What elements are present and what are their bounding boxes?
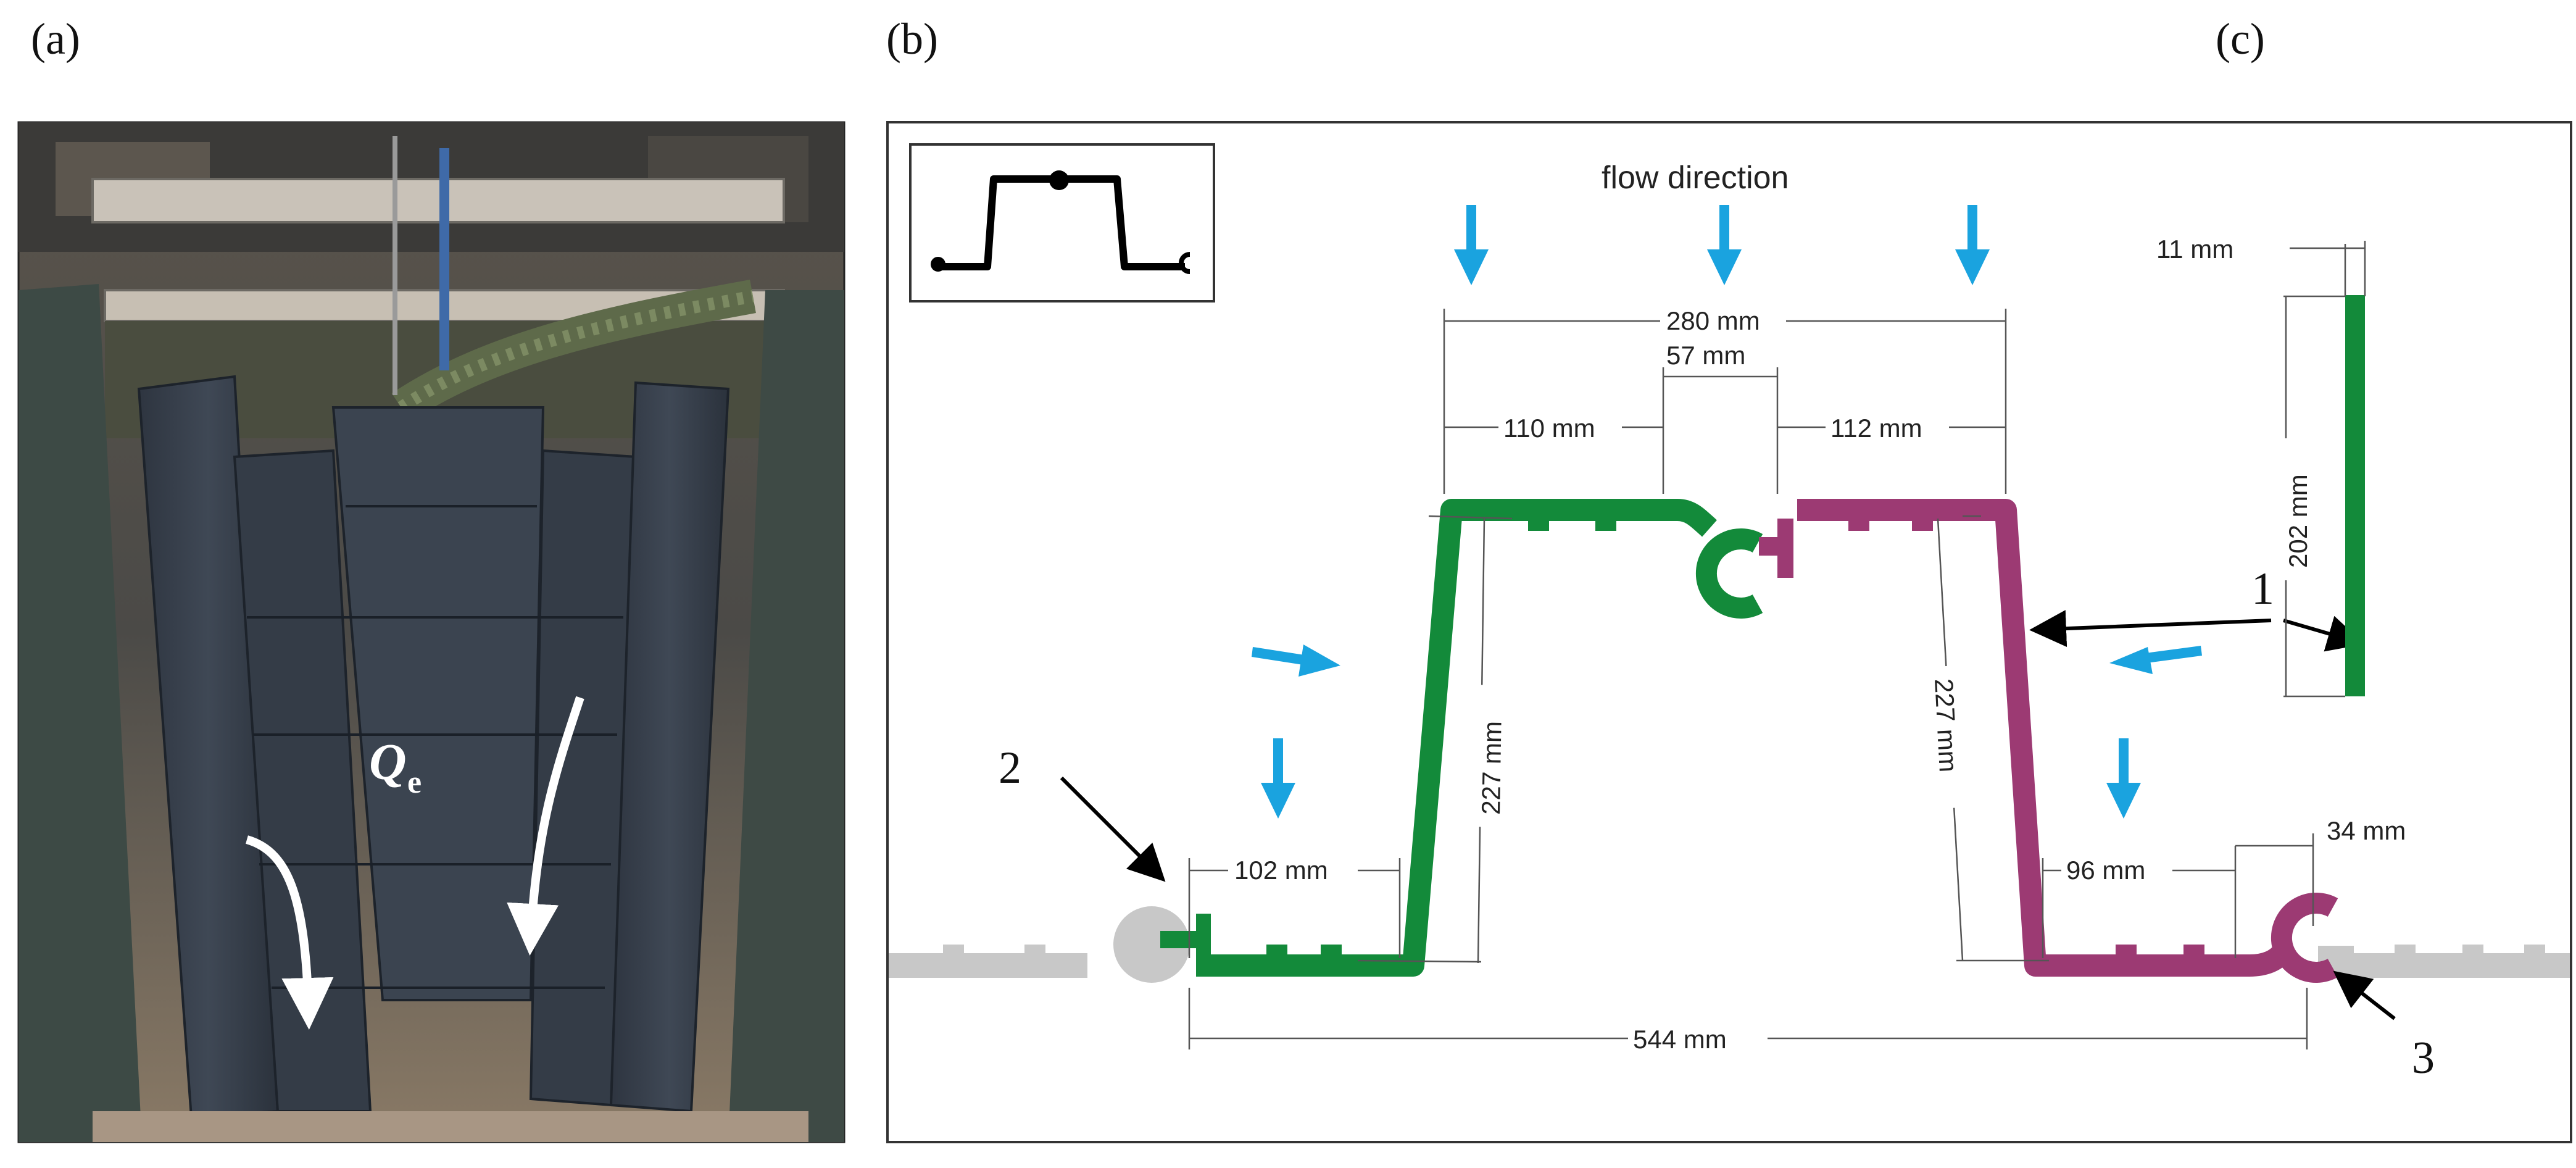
arrow-left-icon xyxy=(2109,646,2202,674)
dim-110: 110 mm xyxy=(1503,414,1595,443)
dim-112: 112 mm xyxy=(1830,414,1922,443)
flow-direction-label: flow direction xyxy=(1602,160,1789,196)
photo-panel: Q e xyxy=(17,121,846,1143)
green-sheet-pile xyxy=(1160,499,1763,977)
panel-label-a: (a) xyxy=(31,14,80,64)
dim-34: 34 mm xyxy=(2327,816,2406,845)
blue-arrows xyxy=(1252,205,2202,819)
dim-57: 57 mm xyxy=(1666,341,1745,370)
arrow-right-icon xyxy=(1252,644,1340,677)
qe-subscript: e xyxy=(407,765,422,800)
flow-arrow-left-icon xyxy=(245,835,334,1030)
callout-1: 1 xyxy=(2251,564,2274,614)
dim-202: 202 mm xyxy=(2283,474,2312,568)
flow-arrow-right-icon xyxy=(507,696,584,956)
arrow-down-icon xyxy=(1707,205,1742,285)
callout-3: 3 xyxy=(2412,1033,2435,1083)
arrow-down-icon xyxy=(1454,205,1489,285)
callout-2: 2 xyxy=(999,743,1021,793)
magenta-sheet-pile xyxy=(1759,499,2338,983)
dim-544: 544 mm xyxy=(1633,1025,1727,1054)
pointer-arrow-icon xyxy=(2029,610,2272,648)
dim-102: 102 mm xyxy=(1234,856,1328,885)
pointer-arrow-icon xyxy=(1060,776,1166,882)
neighbor-pile-left xyxy=(889,906,1190,983)
dim-11: 11 mm xyxy=(2156,235,2233,264)
arrow-down-icon xyxy=(2106,738,2141,819)
arrow-down-icon xyxy=(1261,738,1295,819)
dim-227-left: 227 mm xyxy=(1476,721,1507,816)
panel-label-b: (b) xyxy=(886,14,938,64)
dim-96: 96 mm xyxy=(2066,856,2145,885)
arrow-down-icon xyxy=(1955,205,1990,285)
inset-thumbnail xyxy=(909,143,1215,302)
qe-label: Q xyxy=(369,733,407,791)
panel-c-plate xyxy=(2283,241,2366,698)
panel-label-c: (c) xyxy=(2216,14,2265,64)
dim-280: 280 mm xyxy=(1666,306,1760,335)
pointer-arrow-icon xyxy=(2333,970,2396,1020)
dim-227-right: 227 mm xyxy=(1929,678,1963,773)
neighbor-pile-right xyxy=(2318,945,2570,978)
